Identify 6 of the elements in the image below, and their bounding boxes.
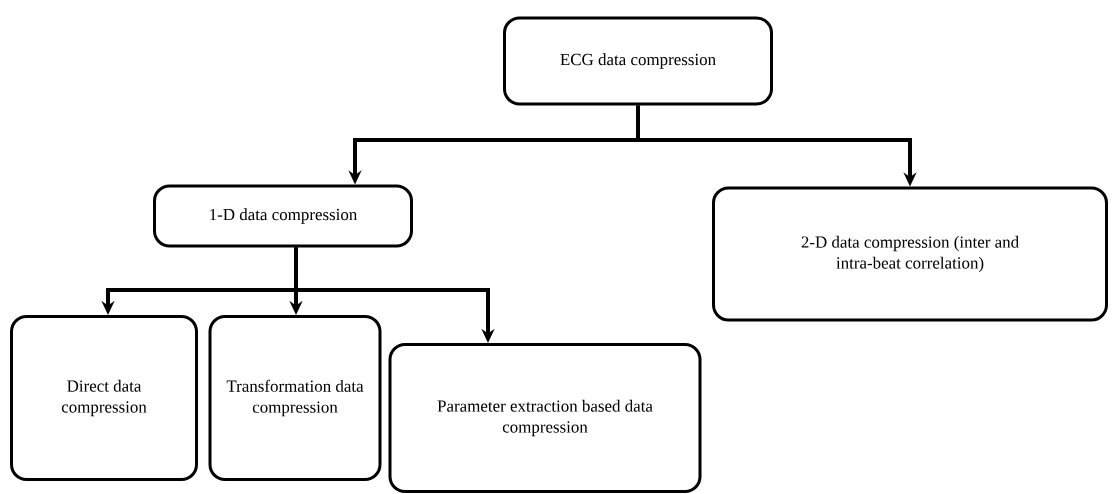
process-box: Direct data compression (10, 315, 198, 481)
process-box: 1-D data compression (153, 184, 413, 248)
process-box: 2-D data compression (inter and intra-beat correlation) (712, 186, 1108, 322)
process-box: ECG data compression (503, 16, 773, 106)
process-box: Parameter extraction based data compression (388, 343, 702, 493)
process-box: Transformation data compression (208, 315, 382, 481)
